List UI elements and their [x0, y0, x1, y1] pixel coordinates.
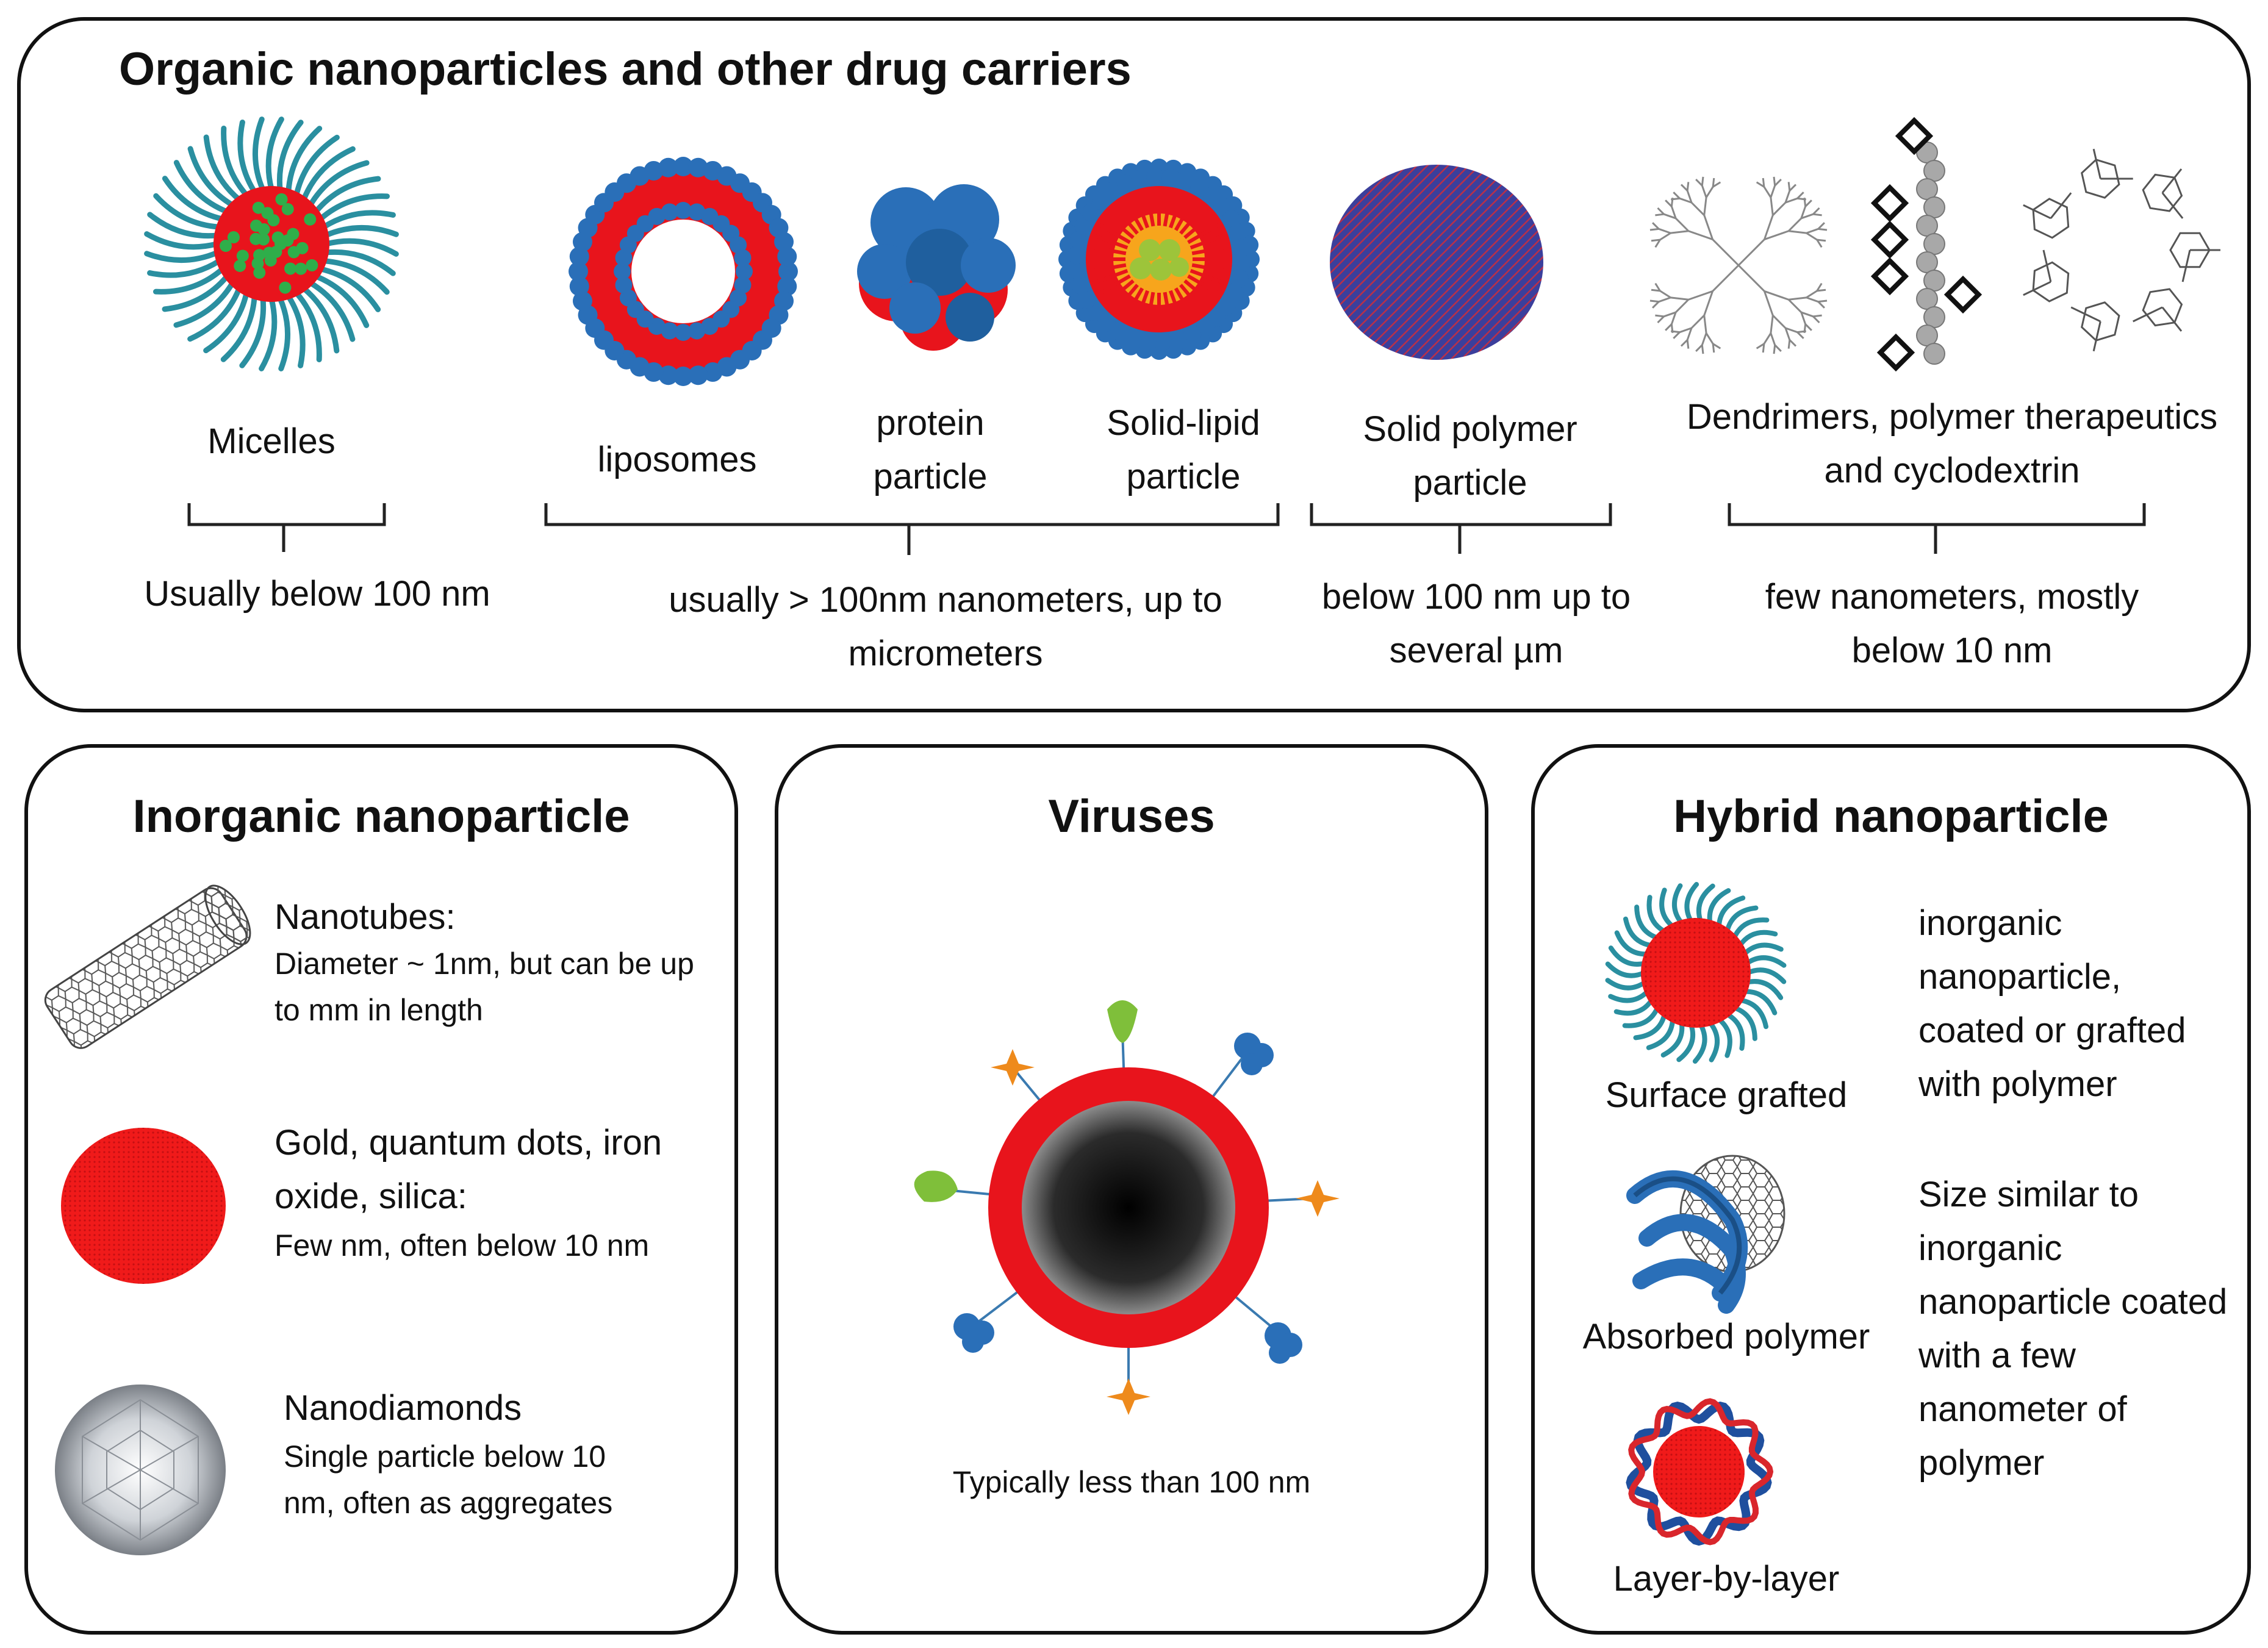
surface-grafted-label: Surface grafted [1605, 1075, 1848, 1115]
hybrid-desc-2: Size similar to inorganic nanoparticle c… [1918, 1175, 2228, 1483]
solid-polymer-particle-size: below 100 nm up to several µm [1321, 577, 1631, 670]
micelles-label: Micelles [207, 421, 336, 461]
nanodiamond-image [55, 1385, 226, 1555]
lipid-group-brace [544, 503, 1280, 555]
layer-by-layer-image [1626, 1398, 1774, 1546]
lipid-group-size: usually > 100nm nanometers, up to microm… [669, 580, 1222, 673]
nanodiamonds-desc: Single particle below 10 nm, often as ag… [284, 1439, 613, 1520]
dendrimer-image [1649, 176, 1828, 354]
gold-name: Gold, quantum dots, iron oxide, silica: [275, 1123, 662, 1216]
solid-polymer-brace [1310, 503, 1612, 554]
hybrid-panel [1531, 744, 2251, 1635]
protein-particle-label: protein particle [873, 403, 988, 496]
absorbed-polymer-label: Absorbed polymer [1582, 1317, 1870, 1356]
viruses-size: Typically less than 100 nm [952, 1465, 1311, 1499]
virus-image [914, 1000, 1340, 1415]
organic-panel [17, 17, 2251, 712]
inorganic-title: Inorganic nanoparticle [132, 790, 630, 842]
dendrimers-brace [1728, 503, 2146, 554]
nanotubes-name: Nanotubes: [275, 897, 456, 937]
organic-title: Organic nanoparticles and other drug car… [119, 43, 1132, 95]
dendrimers-size: few nanometers, mostly below 10 nm [1765, 577, 2139, 670]
absorbed-polymer-image [1626, 1155, 1785, 1314]
hybrid-title: Hybrid nanoparticle [1673, 790, 2109, 842]
solid-polymer-particle-label: Solid polymer particle [1363, 409, 1577, 503]
micelle-image [144, 116, 399, 371]
liposomes-label: liposomes [597, 440, 757, 479]
cyclodextrin-image [2023, 148, 2220, 352]
hybrid-desc-1: inorganic nanoparticle, coated or grafte… [1918, 903, 2186, 1104]
gold-particle-image [61, 1128, 226, 1284]
protein-particle-image [857, 184, 1016, 351]
nanotube-image [44, 884, 251, 1049]
solid-lipid-particle-image [1058, 159, 1260, 360]
solid-lipid-particle-label: Solid-lipid particle [1107, 403, 1260, 496]
nanotubes-desc: Diameter ~ 1nm, but can be up to mm in l… [275, 947, 694, 1027]
layer-by-layer-label: Layer-by-layer [1613, 1559, 1840, 1599]
gold-desc: Few nm, often below 10 nm [275, 1228, 650, 1263]
nanodiamonds-name: Nanodiamonds [284, 1388, 522, 1428]
micelles-brace [187, 503, 386, 552]
viruses-title: Viruses [1048, 790, 1215, 842]
polymer-therapeutic-image [1870, 116, 1983, 372]
micelles-size: Usually below 100 nm [144, 574, 490, 614]
liposome-image [569, 157, 798, 386]
surface-grafted-image [1605, 882, 1787, 1064]
dendrimers-label: Dendrimers, polymer therapeutics and cyc… [1686, 397, 2218, 490]
solid-polymer-particle-image [1330, 165, 1543, 360]
